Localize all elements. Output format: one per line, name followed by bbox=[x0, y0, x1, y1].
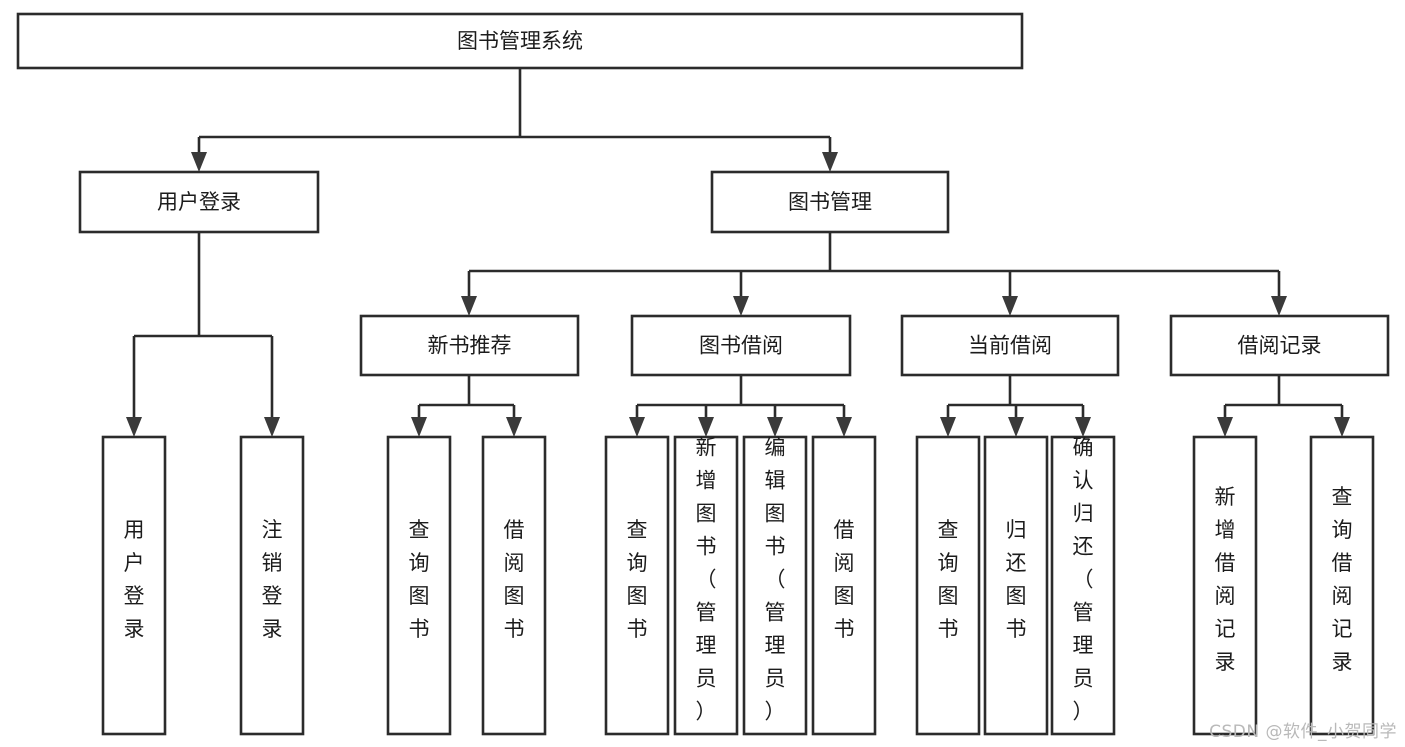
node-leaf-query-record[interactable]: 查询借阅记录 bbox=[1309, 435, 1375, 736]
node-label-leaf-query-book-1: 查询图书 bbox=[409, 518, 430, 641]
node-book-manage[interactable]: 图书管理 bbox=[710, 170, 950, 234]
node-box-leaf-borrow-book-2 bbox=[811, 435, 877, 736]
watermark-label: CSDN @软件_小贺同学 bbox=[1209, 722, 1397, 742]
node-label-leaf-borrow-book-1: 借阅图书 bbox=[504, 518, 525, 641]
node-box-leaf-borrow-book-1 bbox=[481, 435, 547, 736]
node-new-book-recommend[interactable]: 新书推荐 bbox=[359, 314, 580, 377]
node-leaf-query-book-1[interactable]: 查询图书 bbox=[386, 435, 452, 736]
node-label-borrow-record: 借阅记录 bbox=[1238, 334, 1322, 358]
node-box-leaf-query-book-1 bbox=[386, 435, 452, 736]
arrow-head-icon bbox=[1271, 296, 1287, 316]
arrow-head-icon bbox=[836, 417, 852, 437]
node-box-leaf-add-book bbox=[673, 435, 739, 736]
node-box-leaf-add-record bbox=[1192, 435, 1258, 736]
node-borrow-record[interactable]: 借阅记录 bbox=[1169, 314, 1390, 377]
arrow-head-icon bbox=[1217, 417, 1233, 437]
node-box-new-book-recommend bbox=[359, 314, 580, 377]
node-layer: 图书管理系统用户登录图书管理新书推荐图书借阅当前借阅借阅记录用户登录注销登录查询… bbox=[16, 12, 1390, 736]
node-leaf-borrow-book-2[interactable]: 借阅图书 bbox=[811, 435, 877, 736]
node-label-leaf-query-record: 查询借阅记录 bbox=[1332, 485, 1353, 674]
node-label-current-borrow: 当前借阅 bbox=[968, 334, 1052, 358]
arrow-head-icon bbox=[264, 417, 280, 437]
node-leaf-add-book[interactable]: 新增图书（管理员） bbox=[673, 435, 739, 736]
node-current-borrow[interactable]: 当前借阅 bbox=[900, 314, 1120, 377]
node-label-leaf-edit-book: 编辑图书（管理员） bbox=[765, 436, 786, 724]
node-user-login[interactable]: 用户登录 bbox=[78, 170, 320, 234]
connector-layer bbox=[126, 68, 1350, 437]
arrow-head-icon bbox=[1075, 417, 1091, 437]
arrow-head-icon bbox=[629, 417, 645, 437]
node-leaf-edit-book[interactable]: 编辑图书（管理员） bbox=[742, 435, 808, 736]
arrow-head-icon bbox=[767, 417, 783, 437]
arrow-head-icon bbox=[698, 417, 714, 437]
node-box-leaf-return-book bbox=[983, 435, 1049, 736]
node-box-book-manage bbox=[710, 170, 950, 234]
node-label-root: 图书管理系统 bbox=[457, 29, 583, 53]
node-leaf-query-book-3[interactable]: 查询图书 bbox=[915, 435, 981, 736]
node-box-root bbox=[16, 12, 1024, 70]
node-leaf-borrow-book-1[interactable]: 借阅图书 bbox=[481, 435, 547, 736]
node-box-leaf-query-record bbox=[1309, 435, 1375, 736]
arrow-head-icon bbox=[411, 417, 427, 437]
arrow-head-icon bbox=[822, 152, 838, 172]
node-label-leaf-add-book: 新增图书（管理员） bbox=[696, 436, 717, 724]
node-box-leaf-query-book-2 bbox=[604, 435, 670, 736]
node-leaf-return-book[interactable]: 归还图书 bbox=[983, 435, 1049, 736]
node-leaf-add-record[interactable]: 新增借阅记录 bbox=[1192, 435, 1258, 736]
arrow-head-icon bbox=[1334, 417, 1350, 437]
arrow-head-icon bbox=[1008, 417, 1024, 437]
node-label-book-borrow: 图书借阅 bbox=[699, 334, 783, 358]
arrow-head-icon bbox=[126, 417, 142, 437]
node-box-leaf-confirm-return bbox=[1050, 435, 1116, 736]
node-root[interactable]: 图书管理系统 bbox=[16, 12, 1024, 70]
node-leaf-confirm-return[interactable]: 确认归还（管理员） bbox=[1050, 435, 1116, 736]
node-leaf-query-book-2[interactable]: 查询图书 bbox=[604, 435, 670, 736]
node-leaf-user-logout[interactable]: 注销登录 bbox=[239, 435, 305, 736]
arrow-head-icon bbox=[1002, 296, 1018, 316]
arrow-head-icon bbox=[506, 417, 522, 437]
arrow-head-icon bbox=[940, 417, 956, 437]
node-box-user-login bbox=[78, 170, 320, 234]
node-book-borrow[interactable]: 图书借阅 bbox=[630, 314, 852, 377]
node-box-leaf-query-book-3 bbox=[915, 435, 981, 736]
node-label-leaf-borrow-book-2: 借阅图书 bbox=[834, 518, 855, 641]
node-label-leaf-query-book-2: 查询图书 bbox=[627, 518, 648, 641]
node-box-leaf-user-login bbox=[101, 435, 167, 736]
node-box-leaf-user-logout bbox=[239, 435, 305, 736]
arrow-head-icon bbox=[191, 152, 207, 172]
node-label-leaf-confirm-return: 确认归还（管理员） bbox=[1073, 436, 1094, 724]
node-box-current-borrow bbox=[900, 314, 1120, 377]
node-box-borrow-record bbox=[1169, 314, 1390, 377]
node-label-user-login: 用户登录 bbox=[157, 190, 241, 214]
node-label-new-book-recommend: 新书推荐 bbox=[428, 334, 512, 358]
node-box-book-borrow bbox=[630, 314, 852, 377]
arrow-head-icon bbox=[461, 296, 477, 316]
node-label-leaf-return-book: 归还图书 bbox=[1006, 518, 1027, 641]
node-label-leaf-user-logout: 注销登录 bbox=[262, 518, 283, 641]
arrow-head-icon bbox=[733, 296, 749, 316]
node-label-leaf-query-book-3: 查询图书 bbox=[938, 518, 959, 641]
node-label-book-manage: 图书管理 bbox=[788, 190, 872, 214]
node-label-leaf-add-record: 新增借阅记录 bbox=[1215, 485, 1236, 674]
node-leaf-user-login[interactable]: 用户登录 bbox=[101, 435, 167, 736]
node-label-leaf-user-login: 用户登录 bbox=[124, 518, 145, 641]
node-box-leaf-edit-book bbox=[742, 435, 808, 736]
